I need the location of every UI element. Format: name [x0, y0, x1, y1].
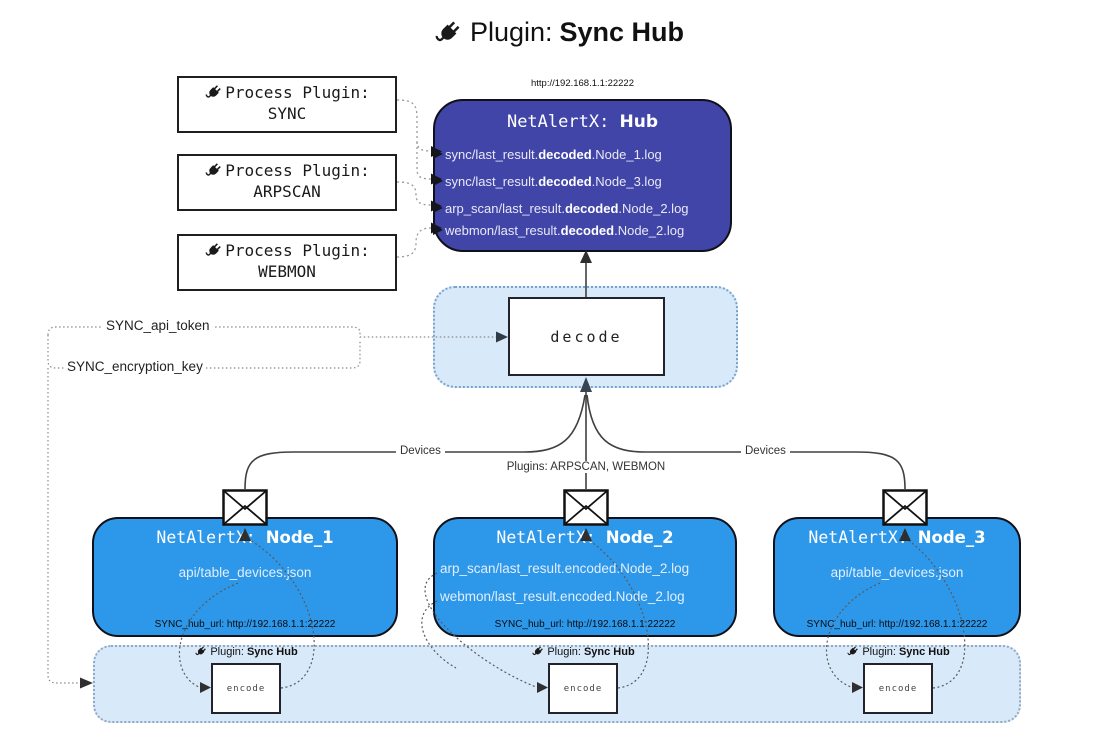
node-title: NetAlertX: Node_1 — [94, 528, 396, 547]
node-file: api/table_devices.json — [178, 565, 312, 580]
edge-label-plugins: Plugins: ARPSCAN, WEBMON — [502, 461, 670, 473]
node-title: NetAlertX: Node_2 — [435, 528, 735, 547]
log-bold: decoded — [560, 222, 615, 238]
page-title-prefix: Plugin: — [469, 17, 553, 47]
process-plugin-name: ARPSCAN — [253, 182, 321, 201]
node-title-name: Node_3 — [917, 528, 986, 547]
process-plugin-arpscan-box: Process Plugin: ARPSCAN — [177, 154, 397, 211]
node-title-prefix: NetAlertX: — [156, 528, 266, 547]
plug-icon — [205, 163, 222, 176]
node-title-name: Node_1 — [265, 528, 334, 547]
page-title-name: Sync Hub — [559, 17, 685, 47]
hub-log-line: sync/last_result.decoded.Node_1.log — [433, 143, 662, 165]
encode-box: encode — [548, 663, 618, 714]
encode-plugin-label-name: Sync Hub — [583, 645, 635, 658]
plug-icon — [205, 85, 222, 98]
input-arrow-icon — [433, 203, 443, 213]
node-file: webmon/last_result.encoded.Node_2.log — [440, 589, 685, 604]
process-plugin-name: SYNC — [267, 104, 307, 123]
encode-plugin-label-name: Sync Hub — [246, 645, 298, 658]
encode-plugin-label-prefix: Plugin: — [862, 645, 896, 658]
hub-log-line: webmon/last_result.decoded.Node_2.log — [433, 219, 685, 241]
sync-api-token-label: SYNC_api_token — [103, 318, 213, 333]
node-file: api/table_devices.json — [830, 565, 964, 580]
page-title: Plugin: Sync Hub — [0, 17, 1117, 48]
process-plugin-webmon-box: Process Plugin: WEBMON — [177, 234, 397, 291]
log-pre: sync/last_result. — [445, 146, 539, 162]
hub-title-prefix: NetAlertX: — [506, 112, 620, 132]
netalertx-node3-box: NetAlertX: Node_3 api/table_devices.json… — [773, 517, 1021, 637]
encode-plugin-label: Plugin: Sync Hub — [194, 645, 298, 658]
log-post: .Node_2.log — [614, 222, 685, 238]
plug-icon — [205, 243, 222, 256]
hub-title: NetAlertX: Hub — [435, 112, 730, 132]
plug-icon — [532, 646, 543, 656]
hub-title-name: Hub — [619, 112, 659, 132]
input-arrow-icon — [433, 176, 443, 186]
encode-plugin-label-name: Sync Hub — [898, 645, 950, 658]
netalertx-node1-box: NetAlertX: Node_1 api/table_devices.json… — [92, 517, 398, 637]
netalertx-hub-box: NetAlertX: Hub sync/last_result.decoded.… — [433, 99, 732, 252]
hub-url: http://192.168.1.1:22222 — [530, 78, 634, 89]
envelope-icon — [882, 489, 928, 526]
node-title-prefix: NetAlertX: — [496, 528, 606, 547]
process-plugin-links — [396, 99, 432, 258]
process-plugin-label: Process Plugin: — [225, 241, 370, 260]
hub-log-line: sync/last_result.decoded.Node_3.log — [433, 170, 662, 192]
envelope-icon — [222, 489, 268, 526]
node-hub-url: SYNC_hub_url: http://192.168.1.1:22222 — [806, 619, 988, 630]
encode-plugin-label-prefix: Plugin: — [547, 645, 581, 658]
log-post: .Node_2.log — [618, 200, 689, 216]
plug-icon — [847, 646, 858, 656]
encode-plugin-label-prefix: Plugin: — [210, 645, 244, 658]
edge-label-devices-left: Devices — [396, 445, 445, 457]
encode-plugin-label: Plugin: Sync Hub — [531, 645, 635, 658]
edge-label-devices-right: Devices — [741, 445, 790, 457]
plug-icon — [195, 646, 206, 656]
sync-encryption-key-label: SYNC_encryption_key — [64, 359, 206, 374]
hub-log-line: arp_scan/last_result.decoded.Node_2.log — [433, 197, 689, 219]
plug-icon — [435, 21, 460, 41]
log-post: .Node_1.log — [591, 146, 662, 162]
node-file: arp_scan/last_result.encoded.Node_2.log — [440, 561, 690, 576]
encode-plugin-label: Plugin: Sync Hub — [846, 645, 950, 658]
node-title-prefix: NetAlertX: — [808, 528, 918, 547]
process-plugin-label: Process Plugin: — [225, 161, 370, 180]
log-pre: sync/last_result. — [445, 173, 539, 189]
node-hub-url: SYNC_hub_url: http://192.168.1.1:22222 — [154, 619, 336, 630]
arrowhead-into-band — [80, 677, 93, 689]
log-bold: decoded — [564, 200, 619, 216]
log-pre: arp_scan/last_result. — [445, 200, 565, 216]
netalertx-node2-box: NetAlertX: Node_2 arp_scan/last_result.e… — [433, 517, 737, 637]
process-plugin-sync-box: Process Plugin: SYNC — [177, 76, 397, 133]
log-bold: decoded — [538, 146, 592, 162]
input-arrow-icon — [433, 225, 443, 235]
encode-box: encode — [863, 663, 933, 714]
node-title-name: Node_2 — [605, 528, 674, 547]
decode-box: decode — [508, 297, 665, 376]
log-pre: webmon/last_result. — [445, 222, 561, 238]
process-plugin-name: WEBMON — [258, 262, 316, 281]
envelope-icon — [563, 489, 609, 526]
log-post: .Node_3.log — [591, 173, 662, 189]
log-bold: decoded — [538, 173, 592, 189]
encode-box: encode — [211, 663, 281, 714]
process-plugin-label: Process Plugin: — [225, 83, 370, 102]
node-hub-url: SYNC_hub_url: http://192.168.1.1:22222 — [494, 619, 676, 630]
input-arrow-icon — [433, 149, 443, 159]
node-title: NetAlertX: Node_3 — [775, 528, 1019, 547]
